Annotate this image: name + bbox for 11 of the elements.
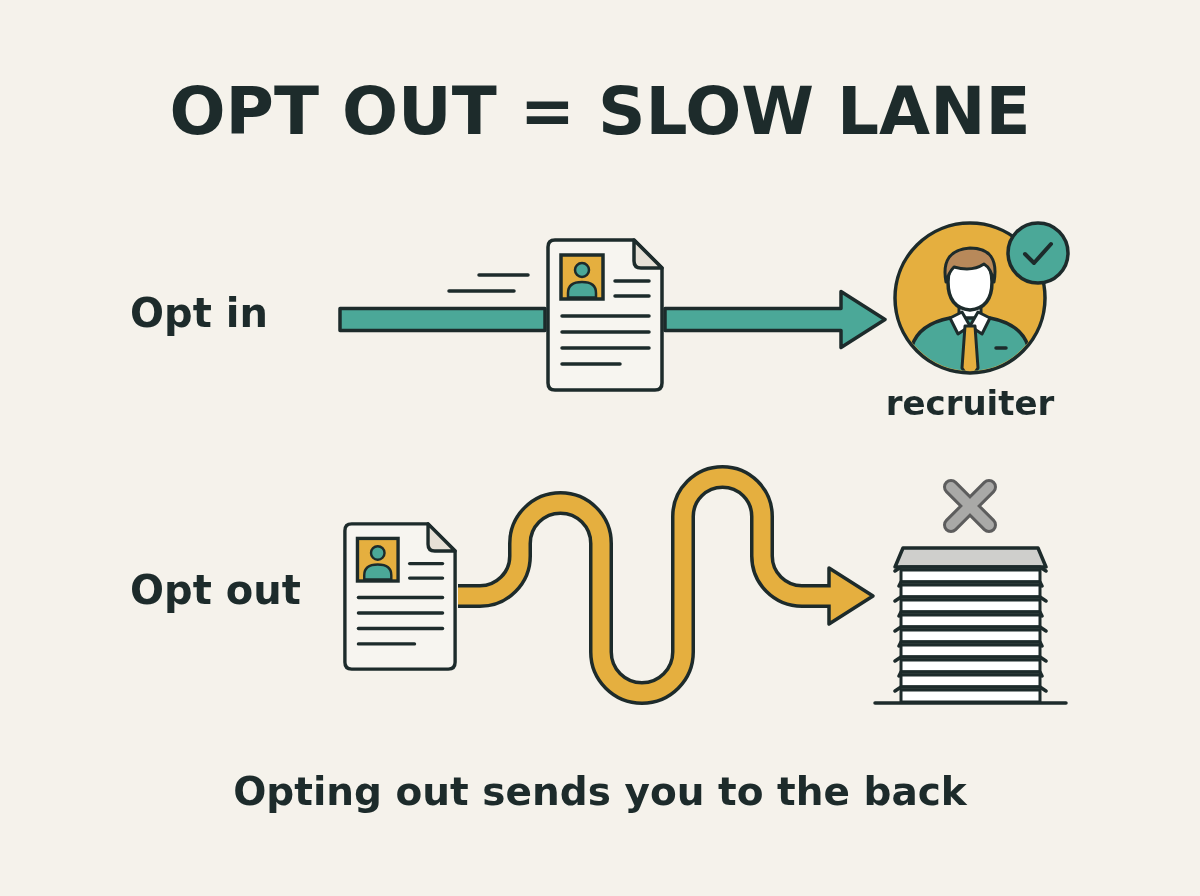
paper-stack [873, 545, 1068, 707]
role-label: recruiter [885, 384, 1055, 424]
winding-arrow [458, 465, 875, 705]
caption: Opting out sends you to the back [233, 770, 967, 815]
row-label: Opt out [130, 567, 301, 613]
resume-icon [342, 521, 458, 672]
resume-icon [545, 237, 665, 393]
arrow [663, 289, 887, 350]
title: OPT OUT = SLOW LANE [169, 74, 1031, 150]
arrow-tail [338, 306, 547, 333]
row-label: Opt in [130, 290, 268, 336]
